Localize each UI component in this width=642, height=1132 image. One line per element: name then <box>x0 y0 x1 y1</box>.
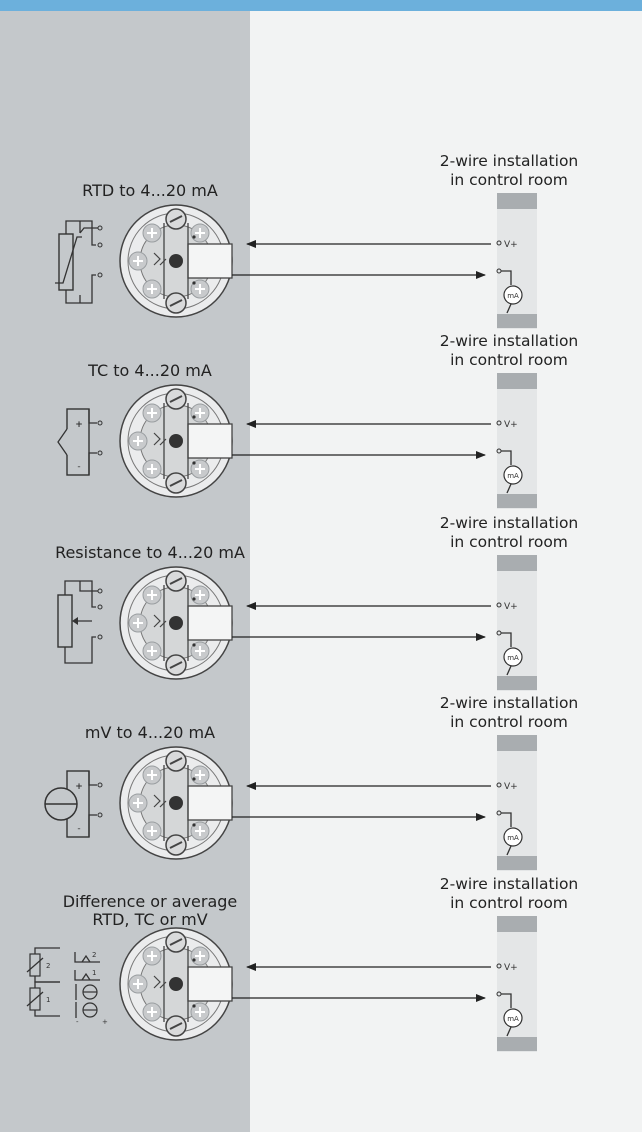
channel-mark: 1 <box>92 969 96 977</box>
terminal-block-bottom <box>497 676 537 690</box>
dual-sensor-icon: 2 1 2 1 + - <box>26 947 108 1026</box>
installation-label: in control room <box>450 713 568 731</box>
input-type-label: mV to 4...20 mA <box>85 723 215 742</box>
top-bar <box>0 0 642 11</box>
installation-label: 2-wire installation <box>440 694 579 712</box>
vplus-terminal <box>496 782 502 788</box>
vplus-label: V+ <box>504 963 518 973</box>
channel-mark: 2 <box>92 951 96 959</box>
meter-label: mA <box>507 834 519 842</box>
receiver-module: V+ mA <box>496 735 537 871</box>
meter-label: mA <box>507 292 519 300</box>
minus-mark: - <box>77 462 80 472</box>
terminal-block-bottom <box>497 856 537 870</box>
installation-label: 2-wire installation <box>440 332 579 350</box>
channel-mark: 2 <box>46 962 50 970</box>
terminal-block-top <box>497 735 537 751</box>
rtd-sensor-icon <box>55 220 103 304</box>
terminal-block-top <box>497 555 537 571</box>
terminal-block-bottom <box>497 314 537 328</box>
terminal-block-top <box>497 916 537 932</box>
milliamp-meter-icon: mA <box>503 465 523 485</box>
input-type-label: Difference or average <box>63 892 238 911</box>
vplus-terminal <box>496 602 502 608</box>
input-type-label: TC to 4...20 mA <box>87 361 212 380</box>
potentiometer-icon <box>57 580 103 664</box>
vplus-label: V+ <box>504 420 518 430</box>
terminal-block-top <box>497 193 537 209</box>
thermocouple-icon: +- <box>57 408 103 476</box>
plus-mark: + <box>75 420 83 430</box>
control-room-panel <box>250 11 642 1132</box>
installation-label: 2-wire installation <box>440 152 579 170</box>
milliamp-meter-icon: mA <box>503 1008 523 1028</box>
input-type-label: Resistance to 4...20 mA <box>55 543 245 562</box>
vplus-label: V+ <box>504 240 518 250</box>
transmitter-head <box>119 566 233 680</box>
channel-mark: 1 <box>46 996 50 1004</box>
meter-label: mA <box>507 472 519 480</box>
installation-label: 2-wire installation <box>440 514 579 532</box>
vplus-terminal <box>496 420 502 426</box>
terminal-block-bottom <box>497 1037 537 1051</box>
minus-mark: - <box>77 824 80 834</box>
meter-label: mA <box>507 1015 519 1023</box>
milliamp-meter-icon: mA <box>503 285 523 305</box>
terminal-block-bottom <box>497 494 537 508</box>
milliamp-meter-icon: mA <box>503 827 523 847</box>
receiver-module: V+ mA <box>496 555 537 691</box>
input-section-resistance: Resistance to 4...20 mA 2-wire installati… <box>55 514 578 691</box>
vplus-terminal <box>496 963 502 969</box>
input-type-label: RTD, TC or mV <box>92 910 207 929</box>
vplus-label: V+ <box>504 602 518 612</box>
installation-label: in control room <box>450 171 568 189</box>
terminal-block-top <box>497 373 537 389</box>
vplus-terminal <box>496 240 502 246</box>
transmitter-head <box>119 927 233 1041</box>
plus-mark: + <box>102 1018 108 1026</box>
transmitter-head <box>119 204 233 318</box>
installation-label: in control room <box>450 894 568 912</box>
receiver-module: V+ mA <box>496 193 537 329</box>
transmitter-head <box>119 746 233 860</box>
vplus-label: V+ <box>504 782 518 792</box>
plus-mark: + <box>75 782 83 792</box>
meter-label: mA <box>507 654 519 662</box>
minus-mark: - <box>76 1018 79 1026</box>
input-type-label: RTD to 4...20 mA <box>82 181 218 200</box>
milliamp-meter-icon: mA <box>503 647 523 667</box>
installation-label: 2-wire installation <box>440 875 579 893</box>
voltage-source-icon: +- <box>44 770 103 838</box>
transmitter-head <box>119 384 233 498</box>
receiver-module: V+ mA <box>496 373 537 509</box>
receiver-module: V+ mA <box>496 916 537 1052</box>
installation-label: in control room <box>450 533 568 551</box>
installation-label: in control room <box>450 351 568 369</box>
